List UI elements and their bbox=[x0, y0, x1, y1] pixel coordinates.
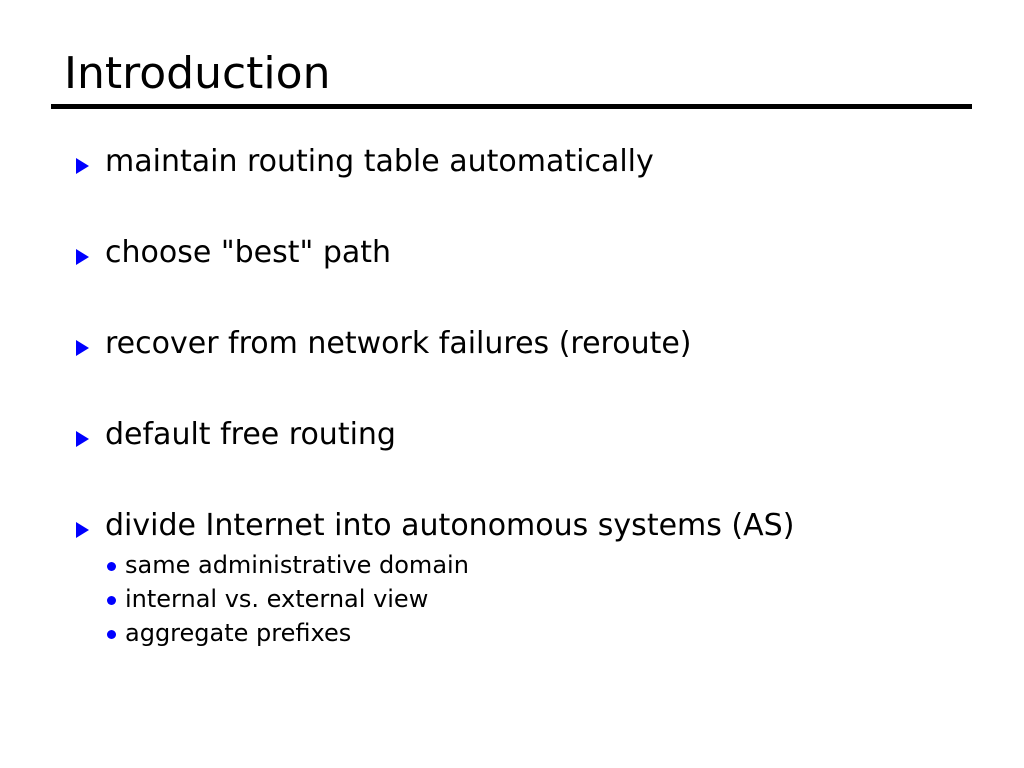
sub-bullet-text: aggregate prefixes bbox=[125, 619, 352, 647]
bullet-text: default free routing bbox=[105, 417, 396, 452]
sub-bullet-text: internal vs. external view bbox=[125, 585, 429, 613]
title-underline-rule bbox=[51, 104, 972, 109]
list-item: divide Internet into autonomous systems … bbox=[64, 504, 964, 647]
sub-list-item: same administrative domain bbox=[64, 550, 964, 584]
triangle-right-icon bbox=[76, 158, 89, 174]
dot-icon bbox=[107, 596, 116, 605]
dot-icon bbox=[107, 562, 116, 571]
sub-bullet-text: same administrative domain bbox=[125, 551, 469, 579]
sub-bullet-list: same administrative domain internal vs. … bbox=[64, 550, 964, 652]
list-item: recover from network failures (reroute) bbox=[64, 322, 964, 413]
list-item: default free routing bbox=[64, 413, 964, 504]
dot-icon bbox=[107, 630, 116, 639]
bullet-text: maintain routing table automatically bbox=[105, 144, 654, 179]
list-item: maintain routing table automatically bbox=[64, 140, 964, 231]
triangle-right-icon bbox=[76, 522, 89, 538]
bullet-text: choose "best" path bbox=[105, 235, 392, 270]
list-item: choose "best" path bbox=[64, 231, 964, 322]
bullet-text: divide Internet into autonomous systems … bbox=[105, 508, 795, 543]
triangle-right-icon bbox=[76, 249, 89, 265]
title-block: Introduction bbox=[51, 46, 972, 102]
sub-list-item: aggregate prefixes bbox=[64, 618, 964, 652]
sub-list-item: internal vs. external view bbox=[64, 584, 964, 618]
bullet-list: maintain routing table automatically cho… bbox=[64, 140, 964, 647]
page-title: Introduction bbox=[64, 48, 331, 99]
triangle-right-icon bbox=[76, 431, 89, 447]
triangle-right-icon bbox=[76, 340, 89, 356]
bullet-text: recover from network failures (reroute) bbox=[105, 326, 692, 361]
